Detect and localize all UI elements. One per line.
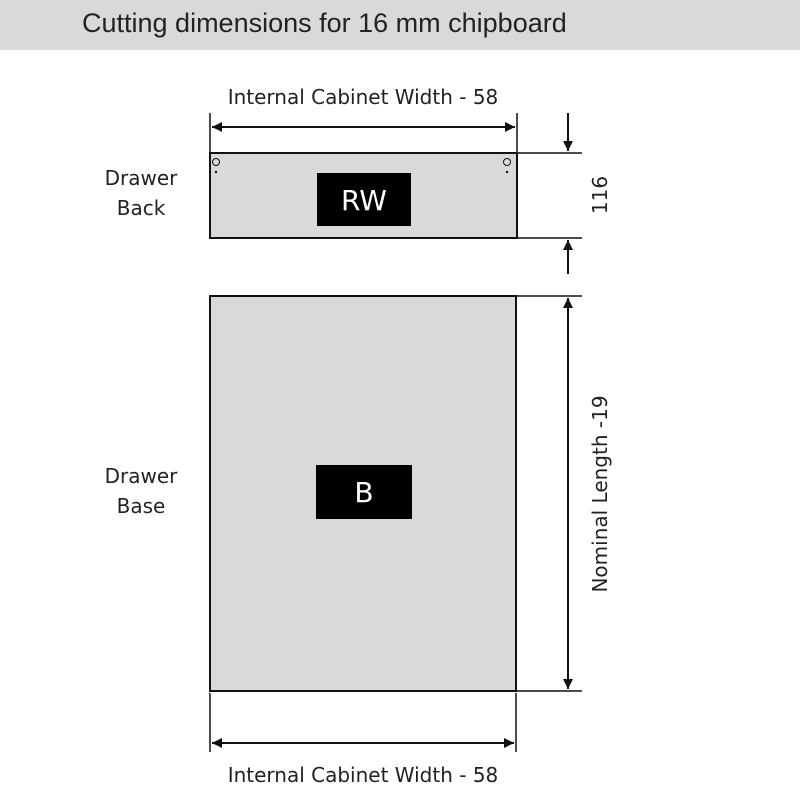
drawer-back-tag bbox=[317, 173, 411, 226]
top-width-label: Internal Cabinet Width - 58 bbox=[228, 85, 499, 109]
height-label: 116 bbox=[588, 176, 612, 214]
drawer-back-hole-left-icon bbox=[212, 158, 220, 166]
length-label: Nominal Length -19 bbox=[588, 395, 612, 592]
drawer-base-tag-text: B bbox=[354, 476, 373, 509]
drawer-back-tag-text: RW bbox=[341, 184, 387, 217]
drawer-base-label-line1: Drawer bbox=[105, 464, 179, 488]
drawer-back-dot-right-icon bbox=[505, 170, 509, 174]
drawer-base-tag bbox=[316, 465, 412, 519]
page-title: Cutting dimensions for 16 mm chipboard bbox=[82, 8, 567, 38]
bottom-width-label: Internal Cabinet Width - 58 bbox=[228, 763, 499, 787]
drawer-base-label-line2: Base bbox=[117, 494, 166, 518]
drawer-back-label-line1: Drawer bbox=[105, 166, 179, 190]
drawer-back-hole-right-icon bbox=[503, 158, 511, 166]
drawer-back-label-line2: Back bbox=[117, 196, 166, 220]
header-bar: Cutting dimensions for 16 mm chipboard bbox=[0, 0, 800, 50]
drawer-back-dot-left-icon bbox=[214, 170, 218, 174]
